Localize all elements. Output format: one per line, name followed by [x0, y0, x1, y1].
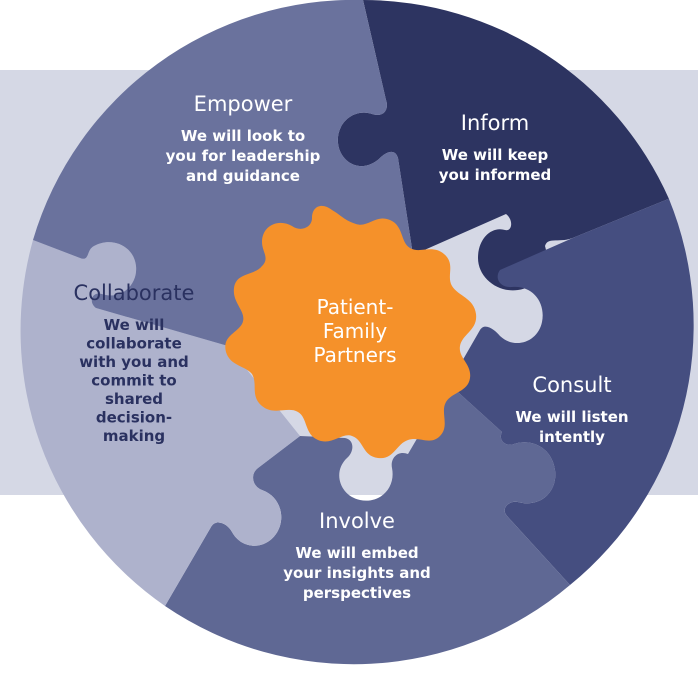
segment-desc-line-inform: We will keep — [442, 146, 549, 164]
segment-consult — [449, 198, 694, 585]
segment-title-inform: Inform — [461, 111, 529, 135]
center-puzzle-piece — [225, 205, 477, 459]
center-label-line: Partners — [313, 343, 396, 367]
segment-inform — [337, 0, 669, 291]
segment-desc-line-empower: We will look to — [181, 127, 305, 145]
segment-desc-line-involve: perspectives — [303, 584, 411, 602]
segment-involve — [165, 384, 570, 665]
segment-title-empower: Empower — [194, 92, 293, 116]
segment-desc-line-empower: you for leadership — [166, 147, 321, 165]
segment-desc-line-consult: intently — [539, 428, 605, 446]
segment-title-consult: Consult — [532, 373, 611, 397]
center-label-line: Family — [323, 319, 388, 343]
segment-desc-line-collaborate: shared — [105, 390, 163, 408]
segment-desc-line-collaborate: with you and — [79, 353, 189, 371]
segment-title-involve: Involve — [319, 509, 395, 533]
segment-title-collaborate: Collaborate — [74, 281, 195, 305]
segment-desc-line-involve: your insights and — [283, 564, 431, 582]
segment-desc-line-collaborate: commit to — [91, 372, 176, 390]
segment-collaborate — [20, 240, 300, 606]
segment-desc-line-involve: We will embed — [295, 544, 418, 562]
segment-desc-line-consult: We will listen — [515, 408, 628, 426]
center-label-line: Patient- — [317, 295, 394, 319]
segment-desc-line-collaborate: decision- — [96, 409, 172, 427]
segment-desc-line-inform: you informed — [439, 166, 552, 184]
segment-desc-line-collaborate: making — [103, 427, 165, 445]
segment-desc-line-collaborate: collaborate — [86, 335, 182, 353]
segment-desc-line-collaborate: We will — [104, 316, 165, 334]
segment-desc-line-empower: and guidance — [186, 167, 300, 185]
